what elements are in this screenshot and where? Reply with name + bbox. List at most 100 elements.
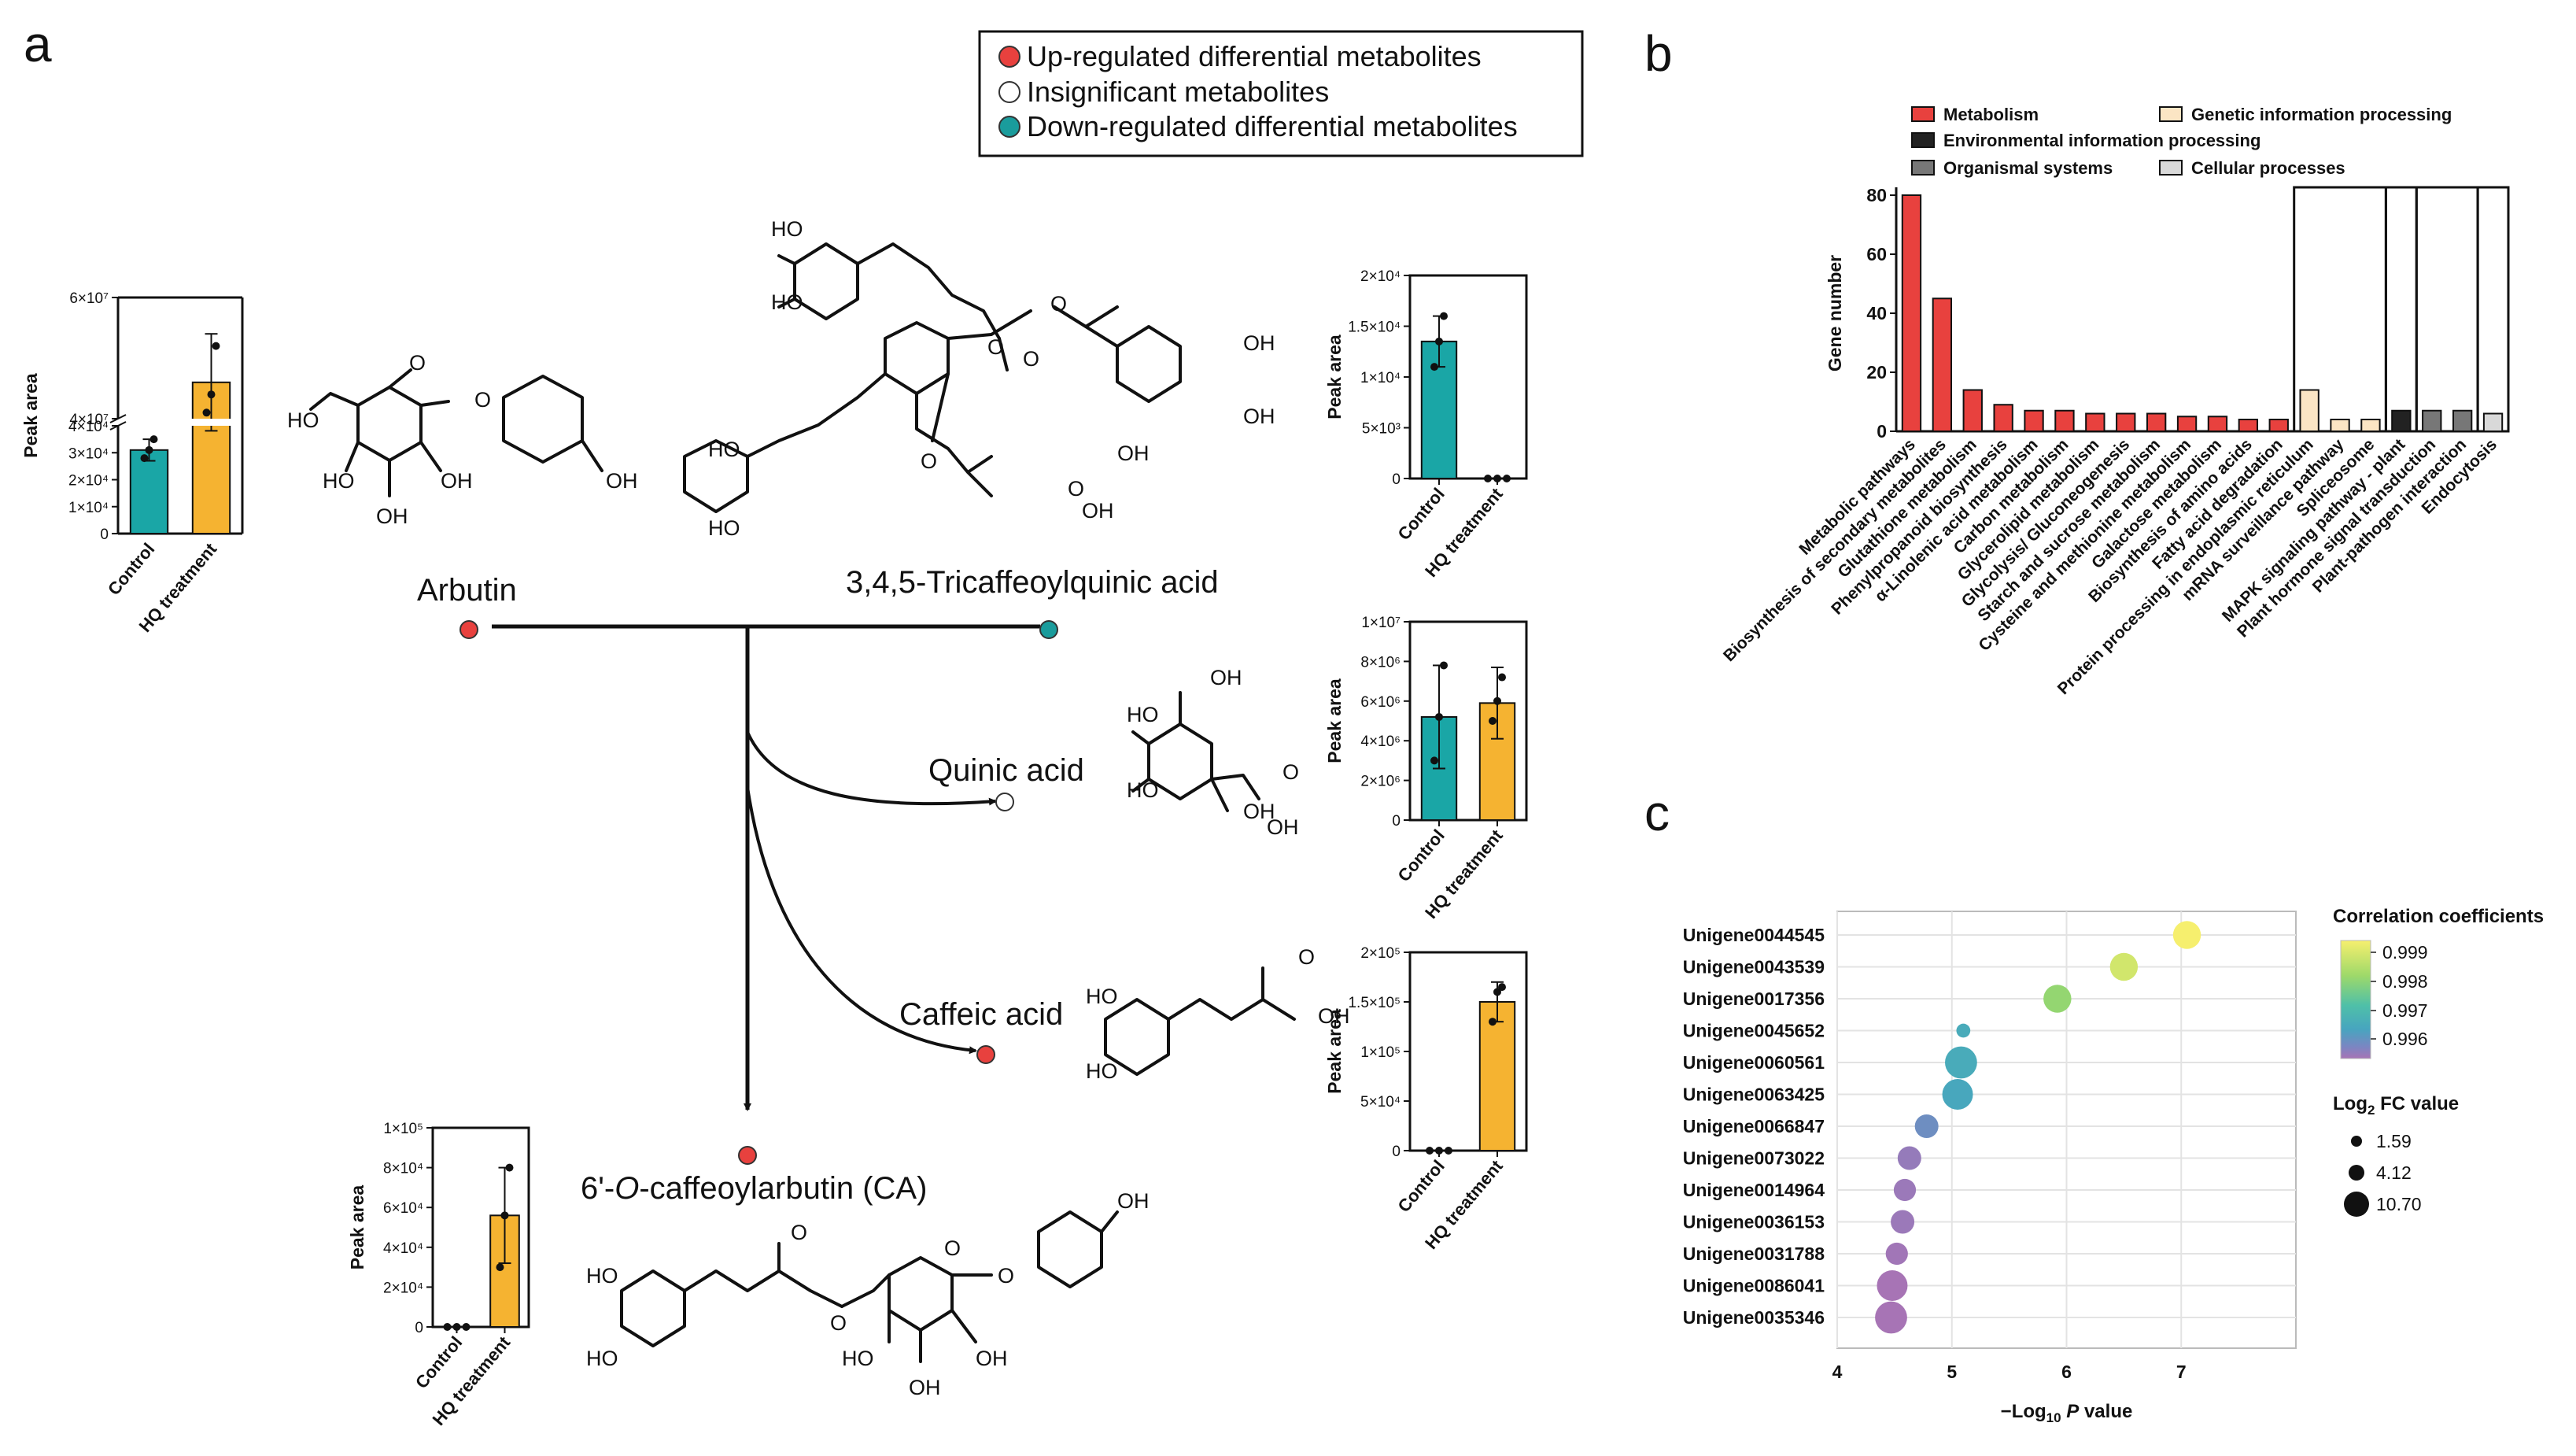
legend-insig-dot	[998, 81, 1020, 103]
atom-label: O	[1068, 477, 1084, 501]
corr-tick-label: 0.999	[2382, 942, 2428, 963]
tricaffeoyl-label: 3,4,5-Tricaffeoylquinic acid	[846, 565, 1219, 600]
data-point	[140, 454, 149, 463]
atom-label: OH	[606, 469, 638, 493]
ca-structure: HO HO O O O O OH HO OH OH	[586, 1189, 1150, 1399]
atom-label: OH	[1243, 800, 1275, 823]
data-point	[207, 390, 216, 399]
bar	[2482, 412, 2504, 432]
y-tick-label: 1×10⁵	[383, 1121, 423, 1137]
plot-frame	[1408, 620, 1528, 822]
y-tick-label: 3×10⁴	[68, 445, 109, 462]
fc-legend-title: Log2 FC value	[2333, 1093, 2459, 1118]
bubble	[2043, 985, 2072, 1013]
gene-label: Unigene0060561	[1683, 1052, 1825, 1073]
atom-label: O	[474, 388, 491, 412]
bubble	[1885, 1242, 1908, 1266]
data-point	[212, 342, 220, 350]
legend-down-dot	[998, 116, 1020, 138]
atom-label: O	[1050, 292, 1067, 316]
fc-legend-label: 1.59	[2376, 1131, 2412, 1151]
atom-label: O	[1023, 347, 1039, 371]
legend-label: Metabolism	[1943, 105, 2039, 124]
y-tick-label: 4×10⁷	[69, 412, 109, 428]
bar	[2330, 419, 2350, 432]
group-frame	[2415, 186, 2479, 433]
y-tick-label: 4×10⁶	[1360, 734, 1401, 750]
corr-tick-label: 0.998	[2382, 971, 2428, 992]
legend-insig-label: Insignificant metabolites	[1027, 76, 1329, 108]
bar	[2116, 412, 2136, 432]
atom-label: OH	[441, 469, 473, 493]
quinic-structure: OH HO HO OH O OH	[1127, 666, 1299, 839]
y-axis-label: Peak area	[347, 1185, 367, 1270]
y-tick-label: 4×10⁴	[383, 1240, 423, 1257]
y-tick-label: 8×10⁶	[1360, 654, 1401, 671]
group-frame	[2384, 186, 2418, 433]
gene-label: Unigene0066847	[1683, 1116, 1825, 1136]
gene-label: Unigene0063425	[1683, 1085, 1825, 1105]
x-tick-label: Control	[104, 539, 158, 599]
legend-swatch	[1911, 132, 1935, 148]
arbutin-dot	[459, 620, 478, 639]
y-tick-label: 80	[1866, 185, 1887, 205]
data-point	[149, 435, 158, 444]
atom-label: OH	[976, 1347, 1008, 1370]
bubble	[1897, 1146, 1921, 1170]
panel-label-a: a	[24, 16, 52, 72]
caffeic-label: Caffeic acid	[899, 997, 1063, 1032]
atom-label: HO	[708, 516, 740, 540]
bubble	[1914, 1114, 1939, 1138]
y-tick-label: 20	[1866, 362, 1887, 382]
bar	[2176, 416, 2198, 432]
metabolite-legend: Up-regulated differential metabolites In…	[978, 30, 1584, 157]
y-tick-label: 1.5×10⁵	[1348, 995, 1401, 1011]
bubble	[1877, 1270, 1908, 1301]
bar	[2024, 409, 2044, 432]
y-tick-label: 5×10⁴	[1360, 1094, 1401, 1110]
y-axis-label: Gene number	[1825, 255, 1845, 371]
data-point	[1435, 337, 1443, 346]
legend-up-label: Up-regulated differential metabolites	[1027, 40, 1482, 72]
y-tick-label: 0	[100, 527, 109, 543]
data-point	[1503, 475, 1511, 482]
atom-label: O	[830, 1311, 847, 1335]
atom-label: HO	[1127, 703, 1159, 726]
y-tick-label: 60	[1866, 244, 1887, 264]
bubble	[1956, 1023, 1971, 1038]
y-tick-label: 2×10⁴	[1360, 268, 1401, 285]
data-point	[1493, 697, 1501, 705]
data-point	[1440, 312, 1448, 320]
bubble	[2109, 952, 2139, 981]
atom-label: OH	[1117, 442, 1150, 465]
y-tick-label: 0	[1392, 471, 1401, 488]
data-point	[1430, 363, 1438, 371]
x-tick-label: 5	[1947, 1362, 1957, 1382]
x-tick-label: 7	[2176, 1362, 2187, 1382]
bar	[2391, 409, 2412, 432]
atom-label: HO	[1127, 778, 1159, 802]
y-tick-label: 0	[1877, 421, 1887, 442]
gene-label: Unigene0043539	[1683, 957, 1825, 977]
legend-swatch	[1911, 106, 1935, 122]
data-point	[1498, 983, 1506, 992]
atom-label: HO	[323, 469, 355, 493]
data-point	[443, 1323, 452, 1331]
arbutin-structure: O O HO HO OH OH OH	[287, 351, 638, 528]
bar	[2085, 412, 2105, 432]
bar	[2207, 416, 2228, 432]
corr-tick-label: 0.997	[2382, 1000, 2428, 1021]
gene-label: Unigene0073022	[1683, 1148, 1825, 1169]
atom-label: O	[987, 335, 1004, 359]
atom-label: O	[1298, 945, 1315, 969]
gene-label: Unigene0044545	[1683, 925, 1825, 945]
data-point	[145, 445, 153, 454]
atom-label: OH	[376, 504, 408, 528]
bar	[1901, 194, 1922, 432]
